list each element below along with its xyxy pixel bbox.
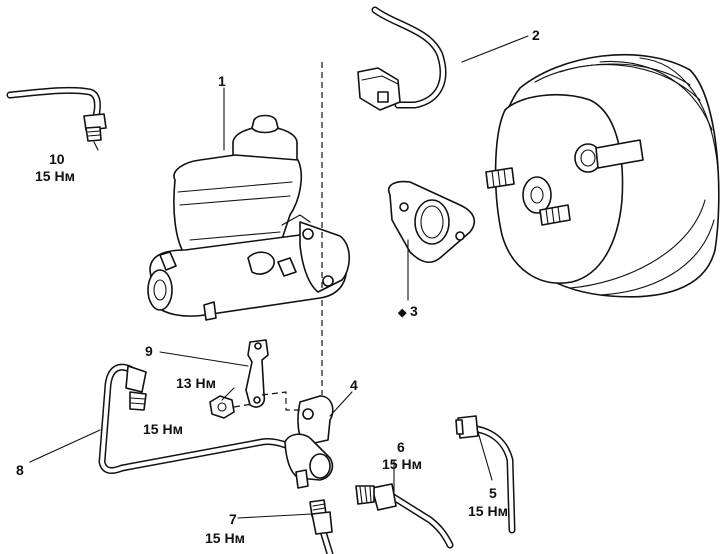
gasket <box>388 180 476 264</box>
label-item-6-torque: 15 Нм <box>382 456 422 472</box>
leader-lines <box>29 35 529 519</box>
label-item-1: 1 <box>218 73 226 89</box>
brake-line-5 <box>455 415 516 534</box>
label-item-4: 4 <box>350 377 358 393</box>
nut <box>209 395 253 419</box>
brake-line-7 <box>309 499 334 554</box>
label-item-10: 10 <box>49 151 65 167</box>
label-item-8-torque: 15 Нм <box>143 421 183 437</box>
brake-line-8 <box>98 363 299 474</box>
proportioning-valve-bracket <box>284 395 334 489</box>
label-item-5-torque: 15 Нм <box>468 503 508 519</box>
label-item-7-torque: 15 Нм <box>205 530 245 546</box>
callout-labels: 1 2 ◆ 3 4 5 15 Нм 6 15 Нм 7 15 Нм 8 15 Н… <box>16 27 540 546</box>
master-cylinder <box>147 114 351 321</box>
label-item-8: 8 <box>16 462 24 478</box>
brake-line-6 <box>355 483 454 549</box>
brake-line-2 <box>371 6 447 109</box>
sensor-connector <box>357 67 401 111</box>
label-item-9: 9 <box>145 343 153 359</box>
label-item-10-torque: 15 Нм <box>35 168 75 184</box>
label-item-5: 5 <box>489 485 497 501</box>
label-item-2: 2 <box>532 27 540 43</box>
mounting-bracket <box>245 339 300 411</box>
label-item-6: 6 <box>397 439 405 455</box>
label-item-3: 3 <box>410 303 418 319</box>
label-item-7: 7 <box>229 511 237 527</box>
brake-line-10 <box>6 86 107 142</box>
brake-booster <box>485 53 720 298</box>
label-item-9-torque: 13 Нм <box>176 375 216 391</box>
label-item-3-marker: ◆ <box>397 307 407 319</box>
